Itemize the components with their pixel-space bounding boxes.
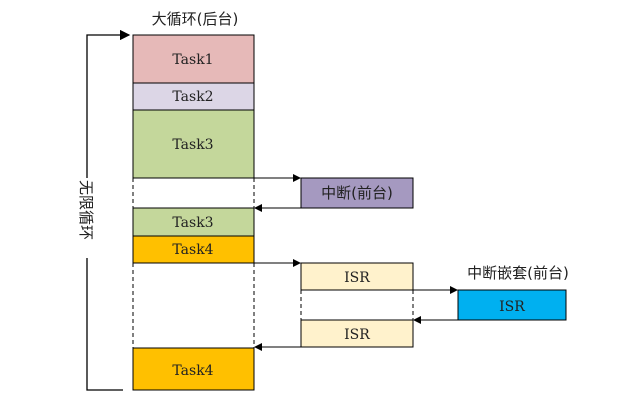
isr-resume-label: ISR [344, 327, 370, 343]
interrupt-block [300, 177, 414, 209]
task1-block [132, 34, 255, 84]
task3-resume-block [132, 207, 255, 237]
title: 大循环(后台) [152, 10, 239, 28]
interrupt-label: 中断(前台) [321, 184, 393, 202]
task4-block [132, 235, 255, 264]
nested-isr-label: ISR [499, 299, 525, 315]
gap-dashes [132, 178, 414, 348]
loop-bracket [86, 29, 131, 391]
task3-label: Task3 [172, 137, 213, 153]
task3-block [132, 109, 255, 179]
task3-resume-label: Task3 [172, 215, 213, 231]
task4-resume-block [132, 347, 255, 391]
isr-resume-block [300, 319, 414, 348]
task4-label: Task4 [172, 242, 213, 258]
task1-label: Task1 [172, 52, 213, 68]
task4-resume-label: Task4 [172, 363, 213, 379]
nested-isr-block [457, 289, 567, 321]
isr-block [300, 262, 414, 291]
loop-label: 无限循环 [77, 180, 95, 240]
isr-label: ISR [344, 270, 370, 286]
task2-block [132, 82, 255, 111]
task2-label: Task2 [172, 89, 213, 105]
flow-arrows [254, 174, 458, 351]
nested-interrupt-label: 中断嵌套(前台) [467, 264, 569, 282]
